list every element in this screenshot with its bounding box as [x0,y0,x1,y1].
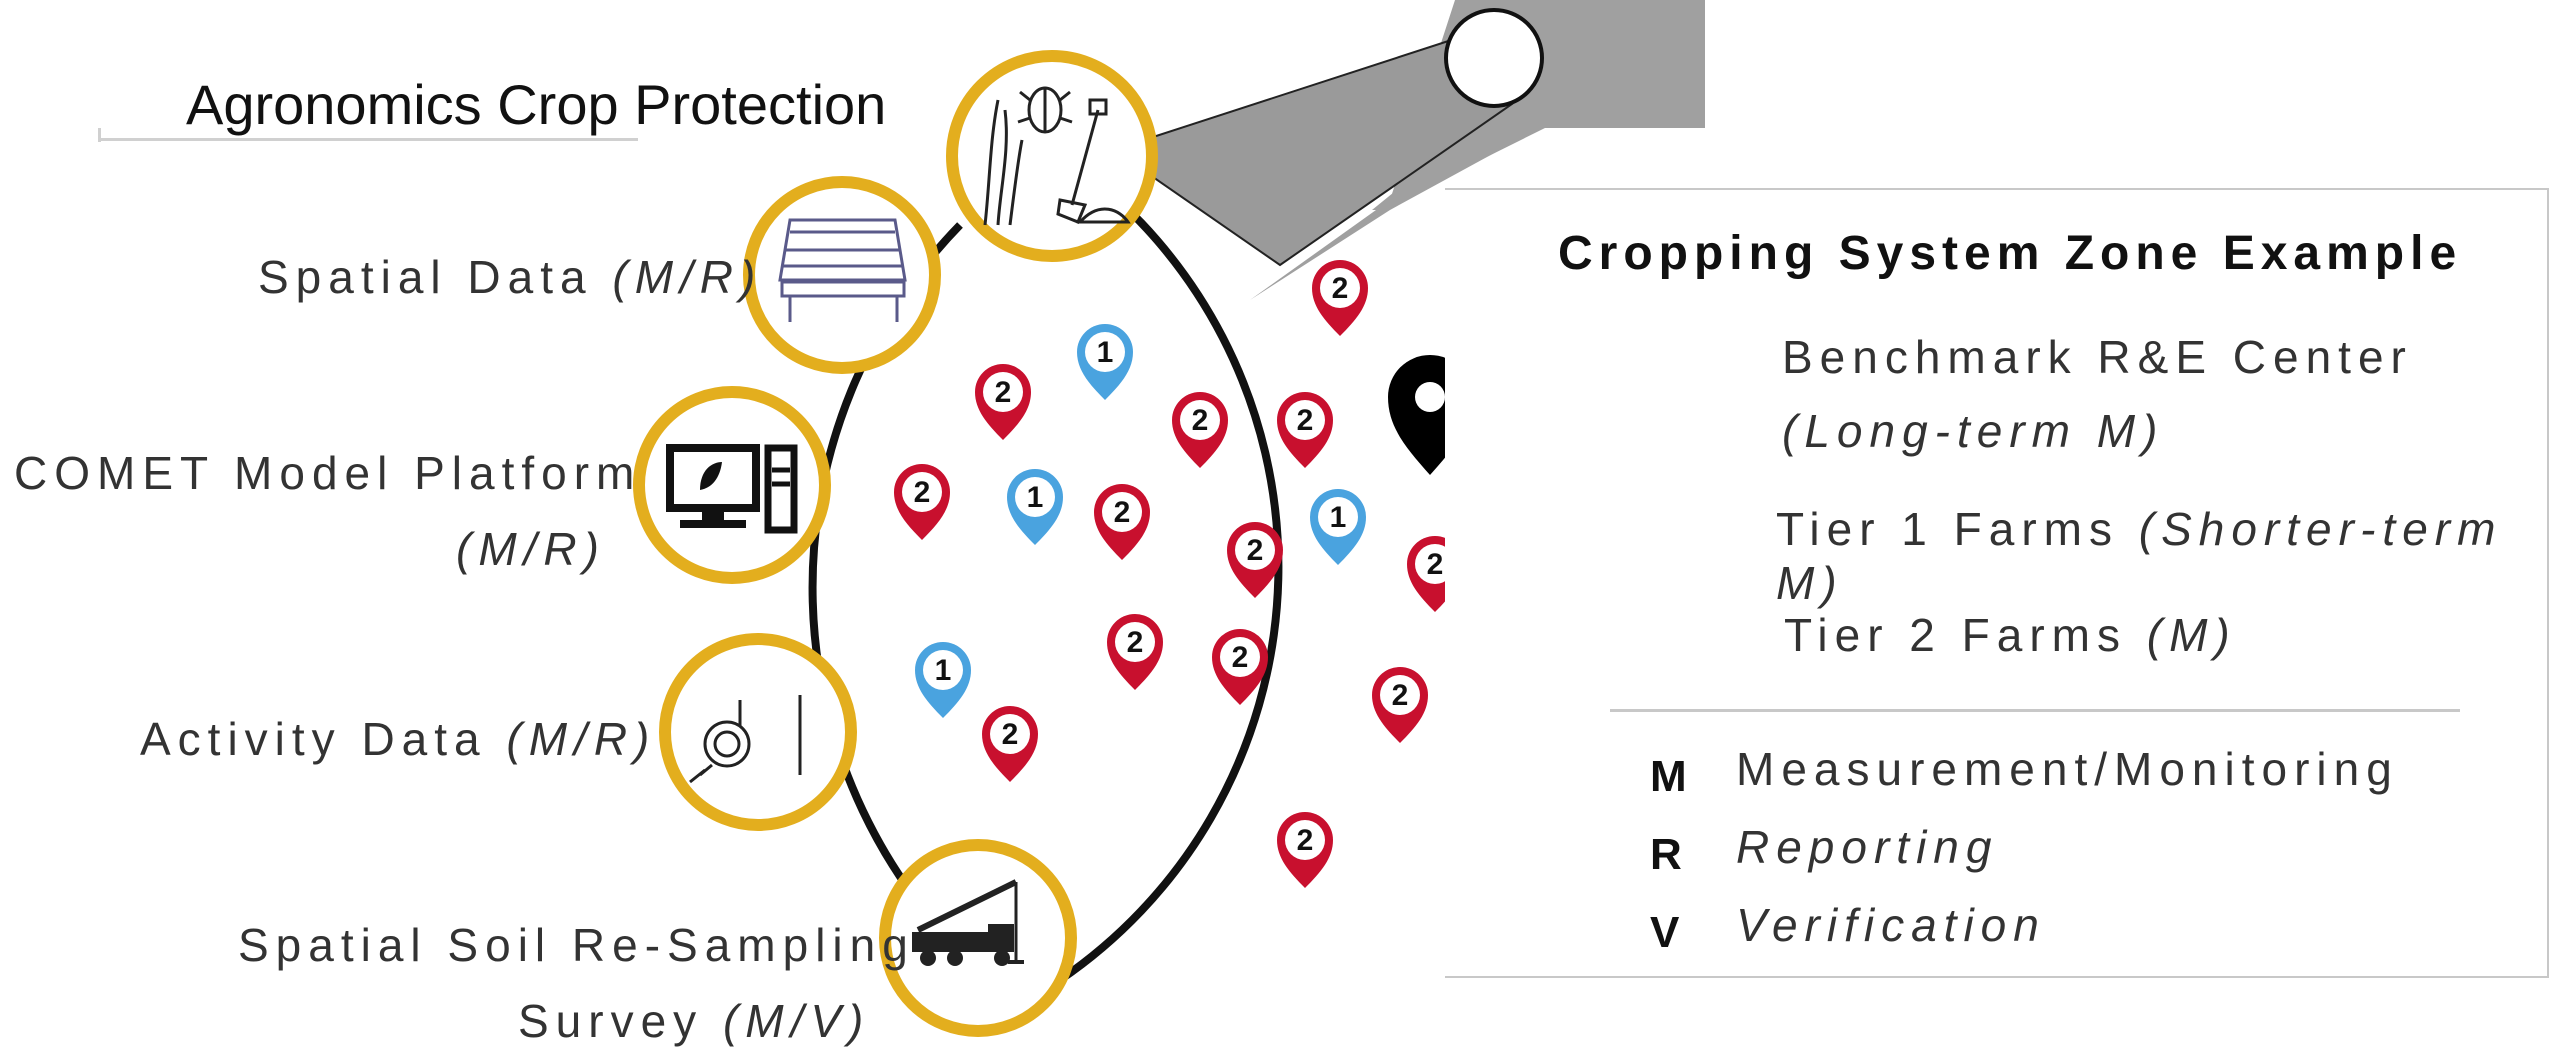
label-activity-suffix: (M/R) [506,713,656,765]
pin-number: 2 [1297,824,1314,857]
tier2-farm-pin: 2 [1172,392,1228,468]
tier1-farm-pin: 1 [1077,324,1133,400]
tier2-farm-pin: 2 [975,364,1031,440]
node-crop-protection [952,56,1152,256]
pin-number: 2 [1002,718,1019,751]
mrv-key-m: M [1650,752,1687,802]
title-underline [98,138,638,141]
tier2-farm-pin: 2 [1372,667,1428,743]
legend-tier2-text: Tier 2 Farms [1784,609,2127,661]
legend-tier1-text: Tier 1 Farms [1776,503,2119,555]
title-underline-tick [98,128,101,142]
pin-number: 1 [935,654,952,687]
mrv-text-v: Verification [1736,898,2046,952]
pin-number: 2 [1232,641,1249,674]
mrv-key-r: R [1650,830,1682,880]
pin-number: 2 [1297,404,1314,437]
pin-number: 2 [914,476,931,509]
pin-number: 2 [995,376,1012,409]
tier1-farm-pin: 1 [1310,489,1366,565]
tier2-farm-pin: 2 [1107,614,1163,690]
legend-tier2-suffix: (M) [2147,609,2237,661]
tier2-farm-pin: 2 [982,706,1038,782]
label-spatial-data-text: Spatial Data [258,251,593,303]
pin-number: 1 [1330,501,1347,534]
mrv-text-m: Measurement/Monitoring [1736,742,2399,796]
label-spatial-data: Spatial Data (M/R) [258,250,762,304]
node-activity [665,639,851,825]
label-soil-line1: Spatial Soil Re-Sampling [238,918,915,972]
pin-number: 2 [1332,272,1349,305]
label-soil-line2: Survey (M/V) [518,994,870,1048]
label-comet: COMET Model Platform [14,446,641,500]
legend-benchmark-sub: (Long-term M) [1782,404,2164,458]
pin-number: 2 [1114,496,1131,529]
legend-tier2: Tier 2 Farms (M) [1784,608,2237,662]
page-title: Agronomics Crop Protection [186,72,886,137]
pin-number: 1 [1097,336,1114,369]
legend-benchmark-text: Benchmark R&E Center [1782,330,2413,384]
tier2-farm-pin: 2 [1277,392,1333,468]
label-soil-text2: Survey [518,995,703,1047]
pin-number: 2 [1392,679,1409,712]
label-activity: Activity Data (M/R) [140,712,656,766]
node-comet [639,392,825,578]
node-spatial-data [749,182,935,368]
pin-number: 2 [1247,534,1264,567]
legend-title: Cropping System Zone Example [1558,226,2462,281]
pin-number: 2 [1127,626,1144,659]
legend-tier1: Tier 1 Farms (Shorter-term M) [1776,502,2552,610]
label-comet-suffix: (M/R) [456,522,606,576]
tier1-farm-pin: 1 [915,642,971,718]
pin-number: 2 [1192,404,1209,437]
pin-number: 2 [1427,548,1444,581]
tier1-farm-pin: 1 [1007,469,1063,545]
label-activity-text: Activity Data [140,713,487,765]
tier2-farm-pin: 2 [894,464,950,540]
tier2-farm-pin: 2 [1312,260,1368,336]
mrv-text-r: Reporting [1736,820,1998,874]
callout-circle [1446,10,1542,106]
legend-divider [1610,709,2460,712]
tier2-farm-pin: 2 [1277,812,1333,888]
label-spatial-data-suffix: (M/R) [612,251,762,303]
tier2-farm-pin: 2 [1094,484,1150,560]
pin-number: 1 [1027,481,1044,514]
label-soil-suffix: (M/V) [723,995,870,1047]
label-comet-text: COMET Model Platform [14,447,641,499]
mrv-key-v: V [1650,908,1679,958]
